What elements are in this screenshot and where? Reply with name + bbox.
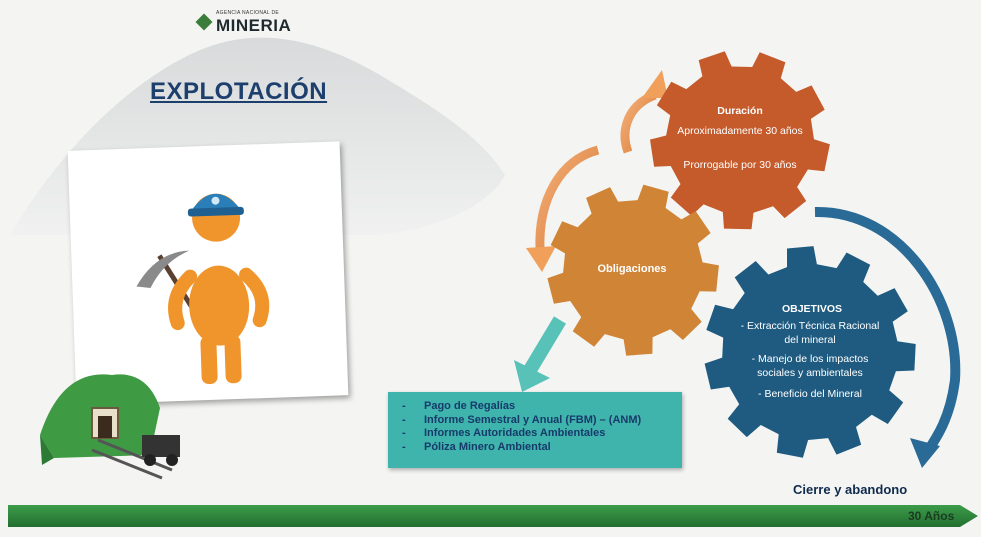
objetivos-title: OBJETIVOS [781,303,843,315]
miner-illustration-card [67,141,349,405]
obligaciones-gear [547,184,719,356]
objetivos-gear [704,246,916,458]
duracion-title: Duración [717,105,763,117]
objetivos-line-1: - Extracción Técnica Racional del minera… [740,320,880,346]
gear-shape [704,246,916,458]
duracion-gear [650,51,830,230]
duracion-line-1: Aproximadamente 30 años [677,125,803,137]
agency-logo: AGENCIA NACIONAL DE MINERIA [195,8,306,36]
obligacion-item: Informe Semestral y Anual (FBM) – (ANM) [402,414,682,428]
duracion-line-2: Prorrogable por 30 años [683,159,797,171]
objetivos-line-2: - Manejo de los impactos sociales y ambi… [751,353,869,379]
page-title: EXPLOTACIÓN [150,78,328,105]
obligacion-item: Informes Autoridades Ambientales [402,427,682,441]
timeline-years: 30 Años [908,509,955,523]
timeline-label: Cierre y abandono [793,482,908,497]
gear-shape [650,51,830,230]
miner-icon [136,193,270,385]
objetivos-line-3: - Beneficio del Mineral [758,388,862,400]
obligacion-item: Póliza Minero Ambiental [402,441,682,455]
obligaciones-list-box: Pago de Regalías Informe Semestral y Anu… [388,392,682,468]
gear-shape [547,184,719,356]
obligaciones-title: Obligaciones [597,263,667,275]
logo-name: MINERIA [216,16,292,35]
mine-entrance-icon [40,374,180,480]
obligacion-item: Pago de Regalías [402,400,682,414]
logo-subtitle: AGENCIA NACIONAL DE [216,10,280,16]
